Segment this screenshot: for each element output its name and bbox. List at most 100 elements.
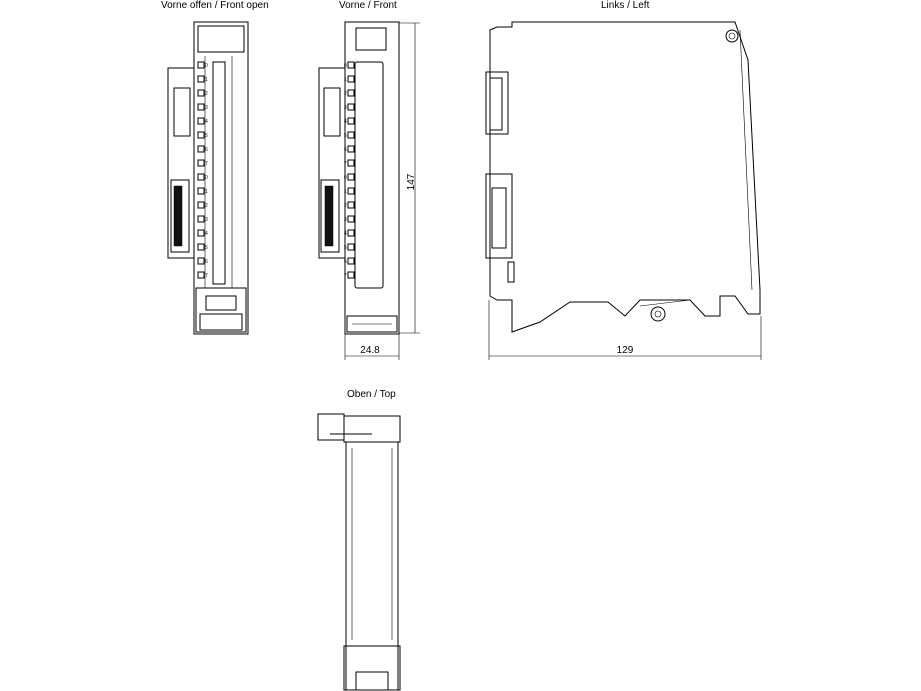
- front-top-label: [355, 27, 387, 51]
- front-terminal-number: 4: [344, 119, 347, 125]
- front-open-terminal-number: 2: [205, 91, 208, 97]
- front-terminal: [347, 187, 355, 195]
- dim-width-value: 24.8: [360, 345, 380, 356]
- front-open-terminal-number: 5: [205, 245, 208, 251]
- left-lever-pivot: [650, 306, 666, 322]
- front-terminal: [347, 61, 355, 69]
- front-connector-strip: [324, 185, 334, 247]
- front-terminal-number: 3: [344, 105, 347, 111]
- front-terminal: [347, 229, 355, 237]
- front-terminal: [347, 117, 355, 125]
- front-lower-slot: [320, 179, 340, 253]
- front-upper-slot: [323, 87, 341, 137]
- front-open-terminal: [197, 215, 205, 223]
- front-open-latch-clip: [205, 295, 237, 311]
- front-open-terminal: [197, 131, 205, 139]
- front-open-terminal-number: 1: [205, 189, 208, 195]
- front-open-terminal-number: 7: [205, 273, 208, 279]
- top-hook-block: [317, 413, 345, 441]
- front-open-top-label-area: [197, 25, 245, 53]
- left-top-screw-inner: [728, 32, 736, 40]
- front-terminal-number: 6: [344, 147, 347, 153]
- top-body: [345, 441, 399, 691]
- front-terminal-number: 7: [344, 273, 347, 279]
- left-view: 129: [485, 21, 762, 360]
- front-open-housing: [193, 21, 249, 335]
- front-open-terminal-number: 2: [205, 203, 208, 209]
- front-open-terminal: [197, 243, 205, 251]
- front-open-terminal: [197, 271, 205, 279]
- front-open-bottom-latch: [195, 287, 247, 333]
- front-terminal-number: 3: [344, 217, 347, 223]
- front-terminal: [347, 145, 355, 153]
- front-open-terminal-number: 4: [205, 231, 208, 237]
- top-bottom-end: [343, 645, 401, 691]
- front-terminal-number: 5: [344, 245, 347, 251]
- front-cover-window: [354, 61, 384, 289]
- front-open-terminal-number: 3: [205, 105, 208, 111]
- front-terminal-number: 4: [344, 231, 347, 237]
- dim-height-value: 147: [406, 173, 417, 190]
- front-open-terminal: [197, 103, 205, 111]
- left-rear-edge: [739, 29, 753, 291]
- front-terminal-number: 1: [344, 189, 347, 195]
- left-lower-hook-inner: [491, 187, 507, 249]
- front-open-terminal-number: 6: [205, 259, 208, 265]
- top-head: [343, 415, 401, 443]
- front-terminal: [347, 89, 355, 97]
- front-open-terminal: [197, 229, 205, 237]
- front-open-foot: [199, 313, 243, 331]
- front-open-center-channel: [212, 61, 226, 285]
- front-terminal: [347, 173, 355, 181]
- front-terminal-number: 7: [344, 161, 347, 167]
- front-open-terminal-number: 4: [205, 119, 208, 125]
- view-title-front: Vorne / Front: [339, 0, 397, 11]
- front-open-terminal: [197, 257, 205, 265]
- front-terminal: [347, 271, 355, 279]
- front-open-terminal: [197, 173, 205, 181]
- front-open-lower-slot: [170, 179, 190, 253]
- top-bottom-clip: [355, 671, 389, 691]
- front-housing: [344, 21, 400, 335]
- front-open-terminal: [197, 201, 205, 209]
- front-open-terminal: [197, 159, 205, 167]
- front-open-terminal: [197, 187, 205, 195]
- left-upper-hook: [485, 71, 509, 135]
- front-open-terminal: [197, 117, 205, 125]
- front-open-terminal-number: 5: [205, 133, 208, 139]
- left-lever-arm: [639, 299, 691, 307]
- left-housing-outline: [489, 21, 761, 333]
- left-tab: [507, 261, 515, 283]
- front-terminal: [347, 75, 355, 83]
- front-open-terminal-number: 7: [205, 161, 208, 167]
- front-open-terminal-number: 6: [205, 147, 208, 153]
- front-terminal: [347, 257, 355, 265]
- top-view: [317, 413, 401, 691]
- front-open-terminal-number: 0: [205, 63, 208, 69]
- front-open-terminal-number: 1: [205, 77, 208, 83]
- front-terminal: [347, 201, 355, 209]
- front-open-terminal: [197, 145, 205, 153]
- left-upper-hook-inner: [489, 77, 503, 131]
- front-open-terminal-number: 0: [205, 175, 208, 181]
- view-title-front-open: Vorne offen / Front open: [161, 0, 269, 11]
- front-terminal: [347, 131, 355, 139]
- front-open-terminal: [197, 89, 205, 97]
- view-title-left: Links / Left: [601, 0, 650, 11]
- left-top-screw: [725, 29, 739, 43]
- left-lower-hook: [485, 173, 513, 259]
- front-terminal-number: 1: [344, 77, 347, 83]
- front-terminal-number: 6: [344, 259, 347, 265]
- front-open-upper-slot: [173, 87, 191, 137]
- front-terminal-number: 0: [344, 63, 347, 69]
- front-foot: [346, 315, 398, 333]
- front-terminal-number: 2: [344, 91, 347, 97]
- front-terminal-number: 5: [344, 133, 347, 139]
- front-open-terminal: [197, 75, 205, 83]
- front-open-terminal: [197, 61, 205, 69]
